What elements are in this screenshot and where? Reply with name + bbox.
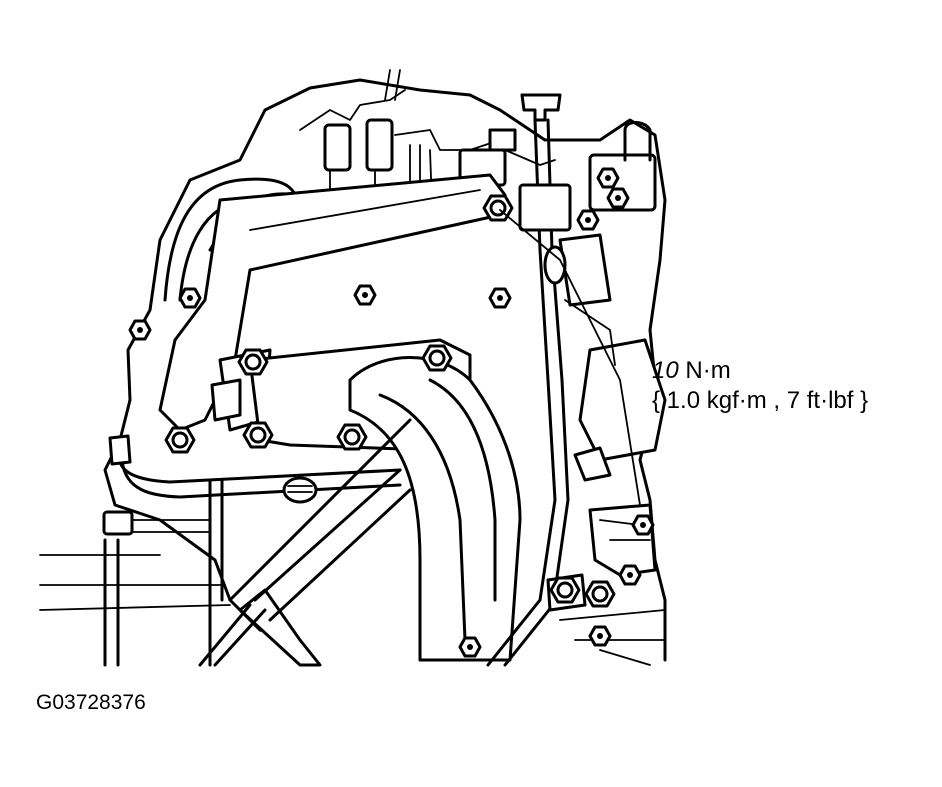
drain-plug [282, 476, 318, 504]
torque-value: 10 [652, 357, 679, 384]
torque-alternate-units: { 1.0 kgf·m , 7 ft·lbf } [652, 387, 869, 414]
right-engine-components [518, 121, 667, 612]
torque-nm: 10 N·m [652, 356, 868, 386]
torque-unit: N·m [685, 357, 731, 384]
torque-specification: 10 N·m { 1.0 kgf·m , 7 ft·lbf } [652, 356, 868, 416]
torque-leader-line [499, 209, 641, 506]
figure-id: G03728376 [36, 691, 146, 714]
